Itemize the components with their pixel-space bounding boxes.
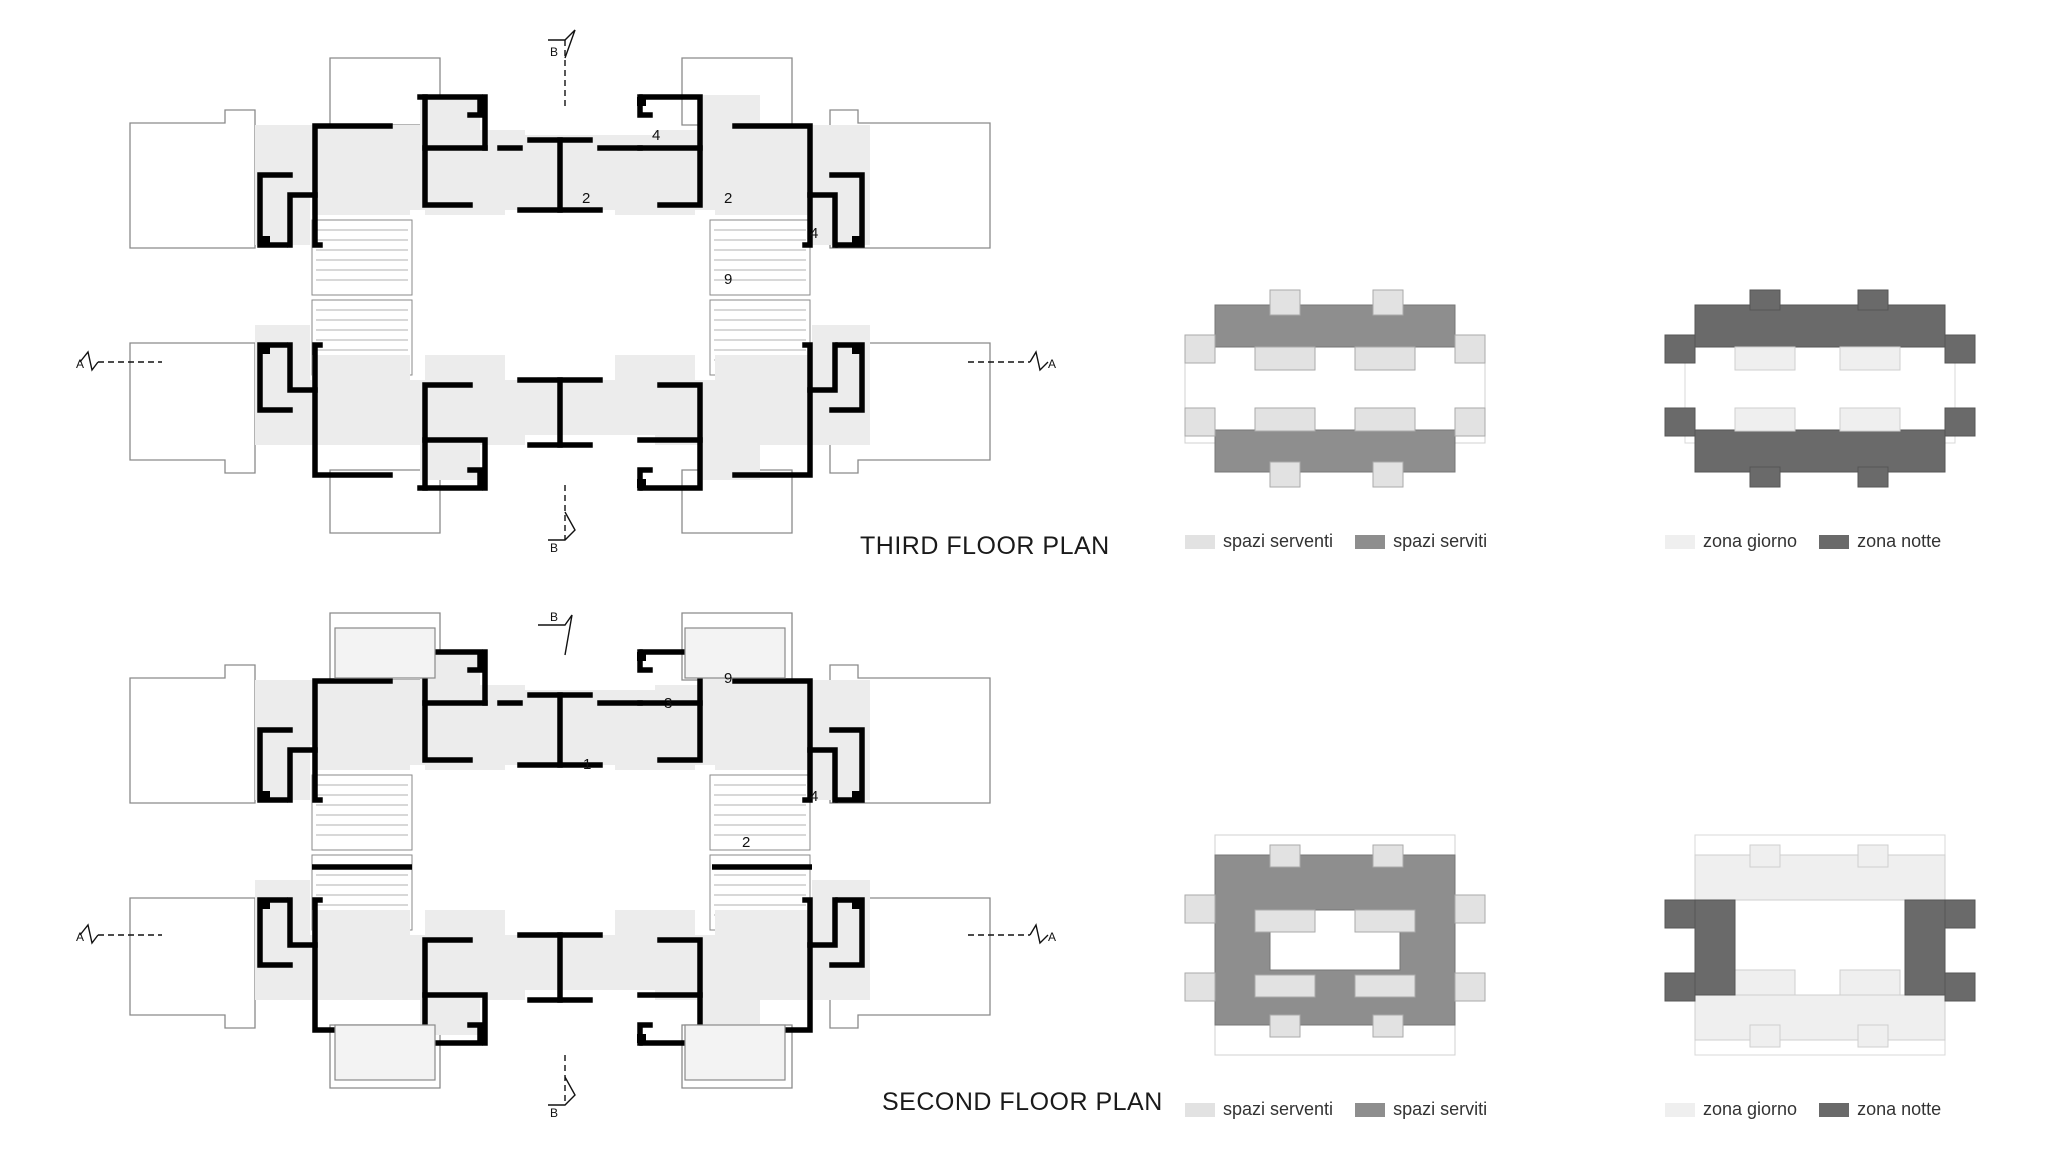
third-floor-function-diagram (1184, 289, 1486, 488)
third-floor-room-numbers: 2 2 4 4 9 (582, 127, 818, 288)
day-swatch (1665, 534, 1695, 549)
second-floor-zone-diagram (1664, 834, 1976, 1056)
served-label: spazi serventi (1223, 531, 1334, 551)
room-number: 9 (724, 670, 732, 687)
night-label: zona notte (1857, 531, 1942, 551)
section-mark-b-top: B (550, 45, 558, 59)
section-mark-b-bottom: B (550, 541, 558, 555)
room-number: 2 (742, 834, 750, 851)
second-floor-plan-drawing: B B A A 1 2 3 4 9 (76, 610, 1056, 1120)
night-swatch (1819, 1102, 1850, 1117)
section-mark-a-left: A (76, 930, 84, 944)
third-floor-plan-title: THIRD FLOOR PLAN (860, 532, 1110, 560)
day-label: zona giorno (1703, 531, 1798, 551)
servant-swatch (1355, 534, 1386, 549)
third-floor-zone-legend: zona giorno zona notte (1665, 531, 1955, 552)
day-label: zona giorno (1703, 1099, 1798, 1119)
room-number: 9 (724, 271, 732, 288)
section-mark-b-bottom: B (550, 1106, 558, 1120)
night-swatch (1819, 534, 1850, 549)
third-floor-function-legend: spazi serventi spazi serviti (1185, 531, 1501, 552)
second-floor-function-legend: spazi serventi spazi serviti (1185, 1099, 1501, 1120)
third-floor-zone-diagram (1664, 289, 1976, 488)
second-floor-room-numbers: 1 2 3 4 9 (583, 670, 818, 851)
third-floor-section-labels: B B A A (76, 45, 1056, 555)
served-label: spazi serventi (1223, 1099, 1334, 1119)
servant-swatch (1355, 1102, 1386, 1117)
second-floor-plan-title: SECOND FLOOR PLAN (882, 1088, 1163, 1116)
room-number: 4 (652, 127, 660, 144)
served-swatch (1185, 534, 1215, 549)
third-floor-section-marks (79, 29, 1049, 541)
room-number: 4 (810, 788, 818, 805)
second-floor-zone-legend: zona giorno zona notte (1665, 1099, 1955, 1120)
room-number: 3 (664, 695, 672, 712)
servant-label: spazi serviti (1393, 531, 1488, 551)
room-number: 2 (582, 190, 590, 207)
second-floor-section-marks (79, 614, 1049, 1106)
third-floor-plan-drawing: B B A A 2 2 4 4 9 (76, 29, 1056, 555)
room-number: 2 (724, 190, 732, 207)
section-mark-a-left: A (76, 357, 84, 371)
second-floor-function-diagram (1184, 834, 1486, 1056)
section-mark-a-right: A (1048, 357, 1056, 371)
served-swatch (1185, 1102, 1215, 1117)
servant-label: spazi serviti (1393, 1099, 1488, 1119)
room-number: 4 (810, 225, 818, 242)
section-mark-b-top: B (550, 610, 558, 624)
day-swatch (1665, 1102, 1695, 1117)
night-label: zona notte (1857, 1099, 1942, 1119)
room-number: 1 (583, 756, 591, 773)
section-mark-a-right: A (1048, 930, 1056, 944)
second-floor-section-labels: B B A A (76, 610, 1056, 1120)
